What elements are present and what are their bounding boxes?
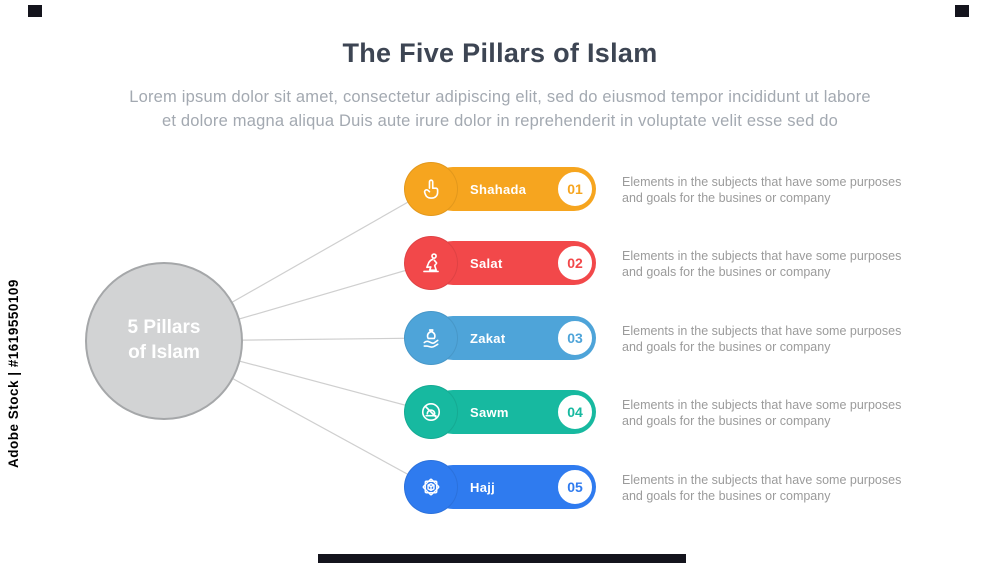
pillar-description: Elements in the subjects that have some … — [622, 472, 942, 504]
watermark-bottom-bar — [318, 554, 686, 563]
pillar-item-zakat: Zakat 03 — [404, 311, 596, 365]
pillar-number-badge: 02 — [556, 244, 594, 282]
intro-text: Lorem ipsum dolor sit amet, consectetur … — [50, 86, 950, 134]
pillar-label: Salat — [470, 255, 503, 271]
pillar-label: Shahada — [470, 181, 527, 197]
pillar-number-badge: 03 — [556, 319, 594, 357]
pillar-label: Hajj — [470, 479, 496, 495]
pillar-item-salat: Salat 02 — [404, 236, 596, 290]
center-circle-line-1: 5 Pillars — [127, 317, 201, 339]
pillar-number: 01 — [567, 181, 583, 197]
description-line-2: and goals for the busines or company — [622, 414, 831, 428]
fasting-icon — [404, 385, 458, 439]
pillar-description: Elements in the subjects that have some … — [622, 323, 942, 355]
watermark-corner-topright — [955, 5, 969, 17]
kaaba-icon — [404, 460, 458, 514]
pillar-number: 04 — [567, 404, 583, 420]
pillar-label: Sawm — [470, 404, 509, 420]
description-line-1: Elements in the subjects that have some … — [622, 175, 902, 189]
description-line-1: Elements in the subjects that have some … — [622, 249, 902, 263]
description-line-2: and goals for the busines or company — [622, 265, 831, 279]
watermark-corner-topleft — [28, 5, 42, 17]
pillar-description: Elements in the subjects that have some … — [622, 248, 942, 280]
page-title: The Five Pillars of Islam — [342, 38, 658, 68]
pillar-item-shahada: Shahada 01 — [404, 162, 596, 216]
charity-hand-icon — [404, 311, 458, 365]
description-line-1: Elements in the subjects that have some … — [622, 398, 902, 412]
pillar-number-badge: 04 — [556, 393, 594, 431]
pillar-number: 02 — [567, 255, 583, 271]
pillar-number-badge: 05 — [556, 468, 594, 506]
intro-line-2: et dolore magna aliqua Duis aute irure d… — [161, 111, 839, 130]
pillar-item-sawm: Sawm 04 — [404, 385, 596, 439]
intro-line-1: Lorem ipsum dolor sit amet, consectetur … — [129, 88, 871, 106]
pointing-hand-icon — [404, 162, 458, 216]
center-circle: 5 Pillars of Islam — [85, 262, 243, 420]
praying-person-icon — [404, 236, 458, 290]
description-line-1: Elements in the subjects that have some … — [622, 473, 902, 487]
pillar-description: Elements in the subjects that have some … — [622, 397, 942, 429]
center-circle-line-2: of Islam — [128, 342, 200, 363]
center-circle-label: 5 Pillars of Islam — [128, 316, 201, 365]
pillar-number: 03 — [567, 330, 583, 346]
pillar-number-badge: 01 — [556, 170, 594, 208]
description-line-2: and goals for the busines or company — [622, 340, 831, 354]
pillar-item-hajj: Hajj 05 — [404, 460, 596, 514]
description-line-2: and goals for the busines or company — [622, 191, 831, 205]
description-line-1: Elements in the subjects that have some … — [622, 324, 902, 338]
pillar-number: 05 — [567, 479, 583, 495]
description-line-2: and goals for the busines or company — [622, 489, 831, 503]
pillar-description: Elements in the subjects that have some … — [622, 174, 942, 206]
pillar-label: Zakat — [470, 330, 506, 346]
